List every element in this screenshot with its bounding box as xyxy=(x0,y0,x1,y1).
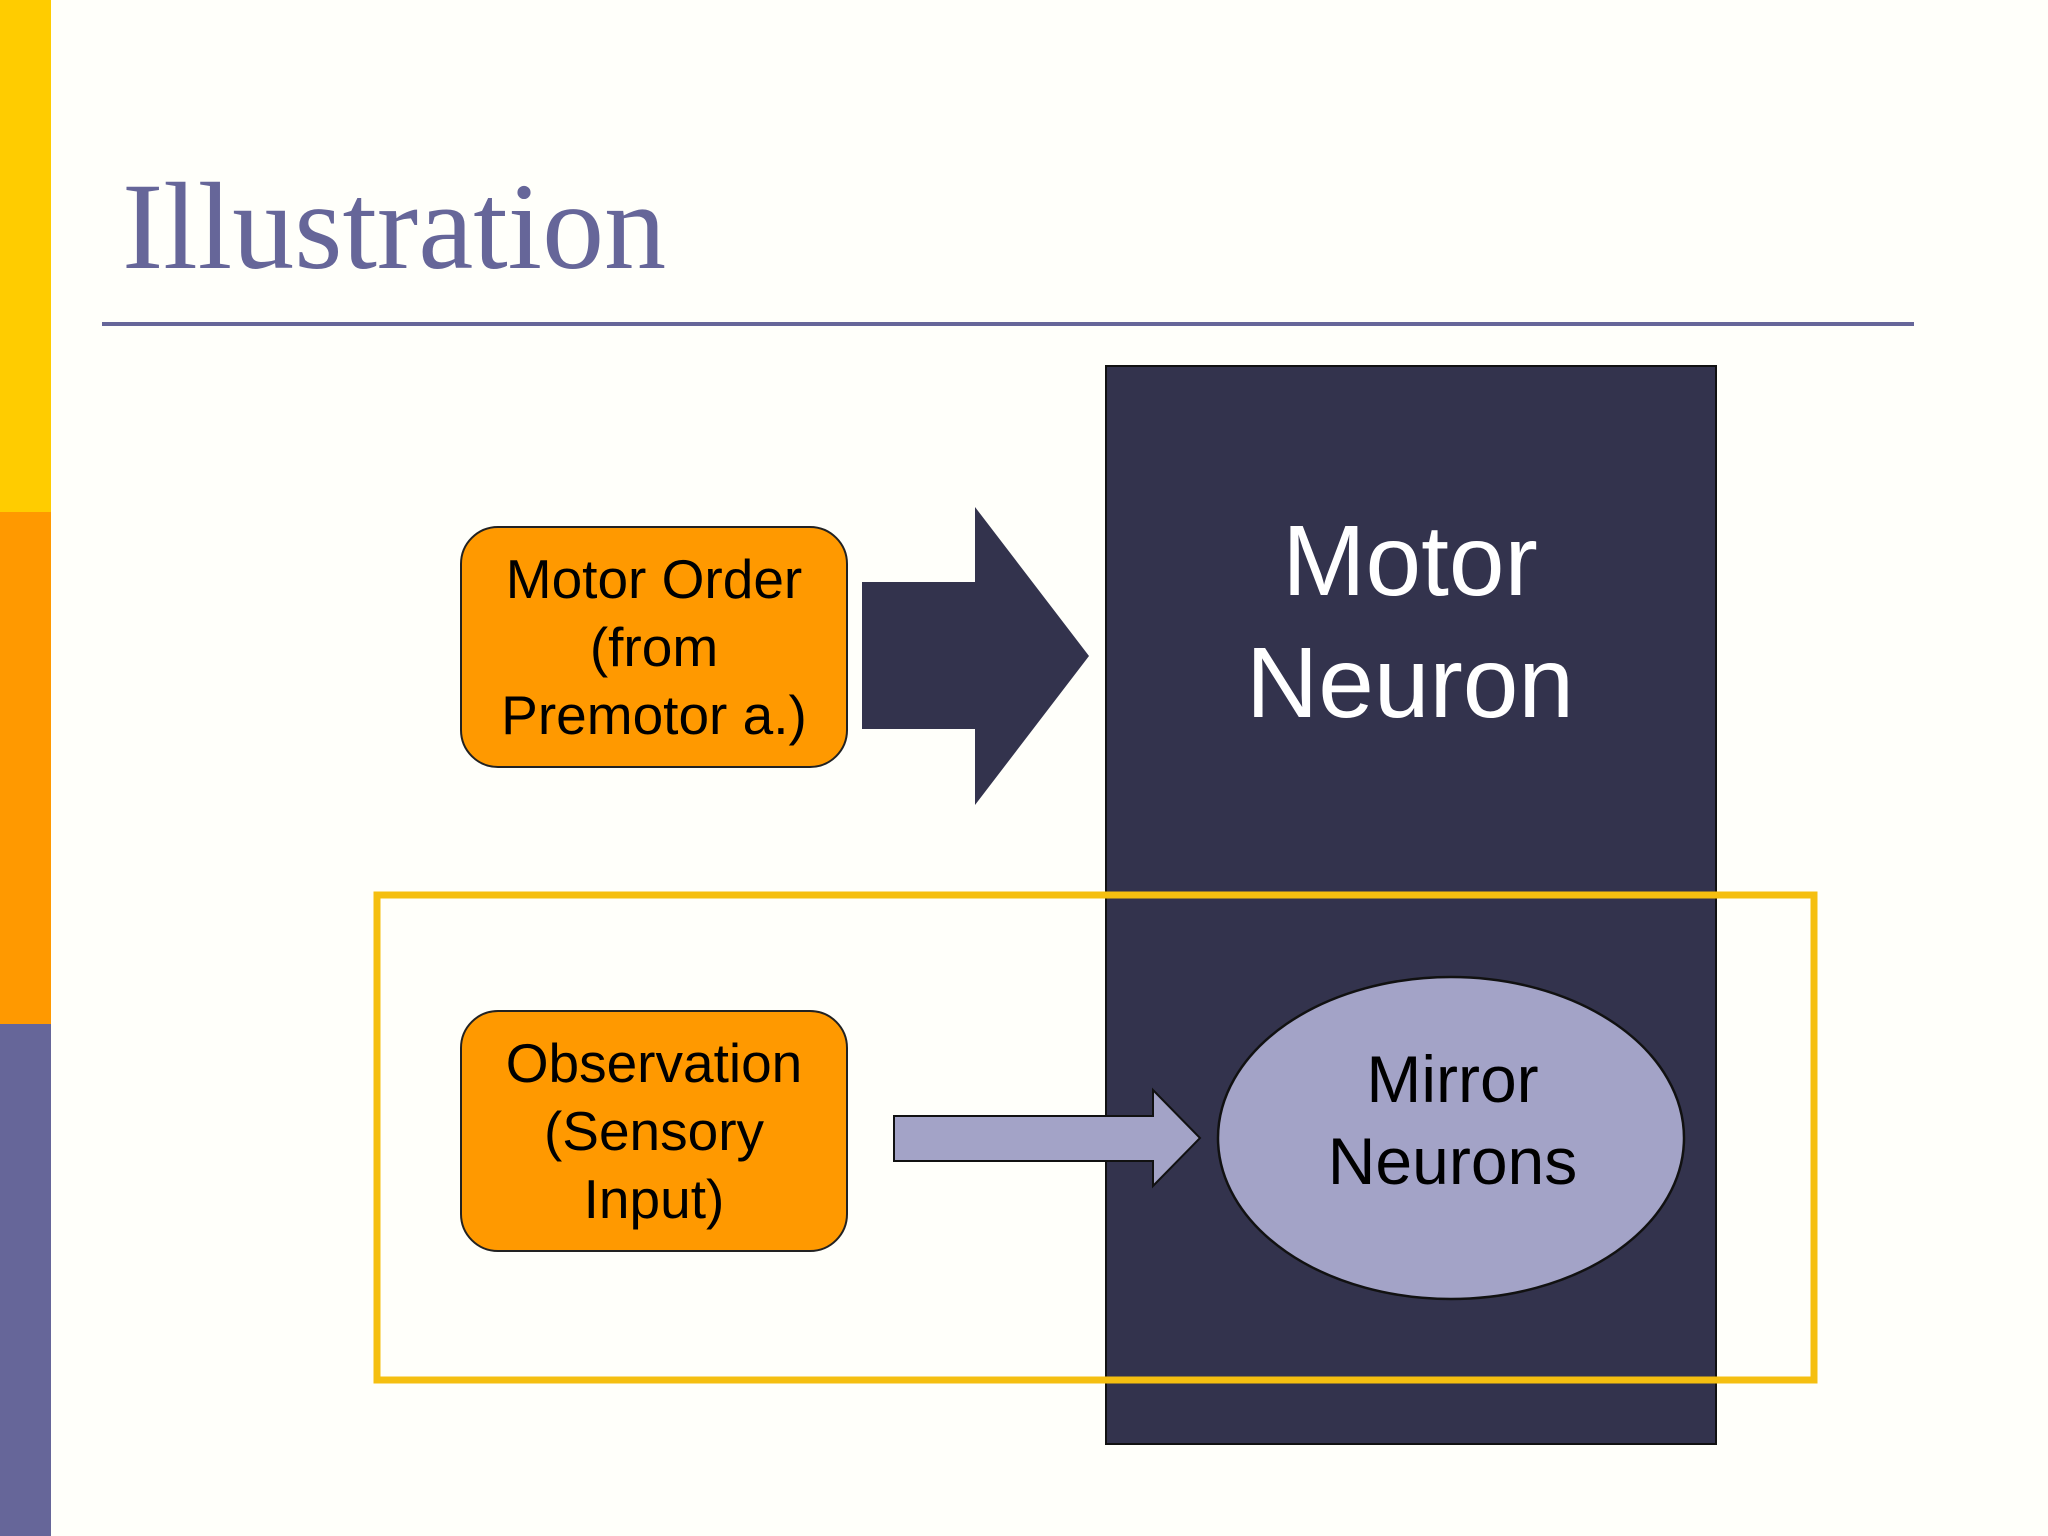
highlight-frame xyxy=(373,891,1818,1384)
title-underline xyxy=(102,322,1914,326)
left-accent-bar-yellow xyxy=(0,0,51,512)
observation-box: Observation (Sensory Input) xyxy=(460,1010,848,1252)
mirror-neurons-ellipse xyxy=(1216,975,1686,1301)
slide-title: Illustration xyxy=(122,158,667,295)
observation-label: Observation (Sensory Input) xyxy=(505,1032,803,1230)
motor-neuron-label: Motor Neuron xyxy=(1246,505,1574,739)
motor-order-arrow xyxy=(862,507,1089,805)
motor-order-box: Motor Order (from Premotor a.) xyxy=(460,526,848,768)
observation-arrow xyxy=(893,1087,1202,1189)
left-accent-bar-orange xyxy=(0,512,51,1024)
motor-order-label: Motor Order (from Premotor a.) xyxy=(501,548,807,746)
left-accent-bar-purple xyxy=(0,1024,51,1536)
mirror-neurons-label: Mirror Neurons xyxy=(1327,1042,1578,1198)
